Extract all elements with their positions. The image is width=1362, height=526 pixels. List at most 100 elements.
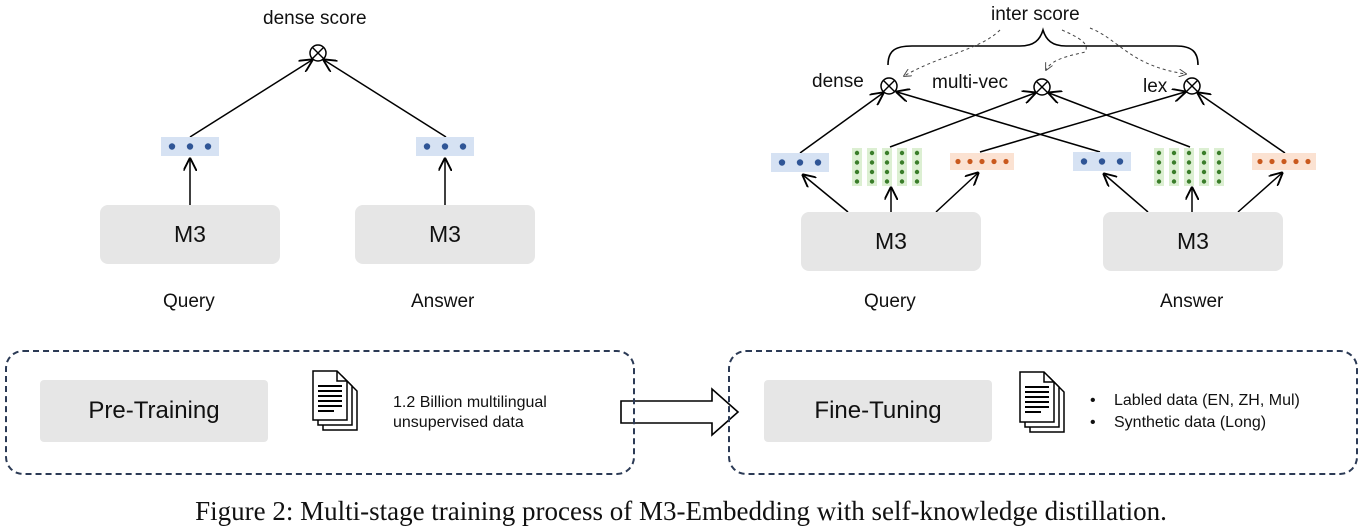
inter-score-multivec-dashed-arrow (1046, 29, 1087, 70)
right-query-lex-vector (950, 153, 1014, 170)
multivec-column (1154, 148, 1164, 186)
right-query-m3-model: M3 (801, 212, 981, 271)
multivec-dot (1216, 160, 1222, 165)
finetuning-bullet-synthetic: Synthetic data (Long) (1090, 412, 1300, 434)
inter-score-label: inter score (991, 4, 1080, 25)
multivec-dot (1201, 150, 1207, 156)
figure-caption: Figure 2: Multi-stage training process o… (195, 496, 1167, 526)
multivec-dot (869, 150, 875, 156)
right-query-dense-vector (771, 153, 829, 172)
q-dense-to-dense-score (799, 93, 883, 154)
multivec-dot (1156, 160, 1162, 165)
multivec-column (867, 148, 877, 186)
left-query-label: Query (163, 291, 215, 312)
left-query-dense-vector (161, 137, 219, 156)
multivec-dot (1201, 169, 1207, 175)
multivec-dot (914, 150, 920, 156)
multivec-column (882, 148, 892, 186)
multivec-dot (854, 169, 860, 175)
left-answer-label: Answer (411, 291, 475, 312)
pretraining-title: Pre-Training (40, 380, 268, 442)
a-dense-to-dense-score (897, 92, 1101, 153)
dense-label: dense (812, 71, 864, 92)
multivec-dot (1171, 169, 1177, 175)
multivec-dot (884, 150, 890, 156)
multivec-dot (1156, 179, 1162, 184)
multivec-dot (884, 160, 890, 165)
multivec-dot (1186, 160, 1192, 165)
multivec-dot (869, 179, 875, 184)
finetuning-bullet-labeled: Labled data (EN, ZH, Mul) (1090, 390, 1300, 412)
finetuning-title: Fine-Tuning (764, 380, 992, 442)
multivec-dot (1171, 160, 1177, 165)
left-query-m3-model: M3 (100, 205, 280, 264)
multivec-dot (1201, 160, 1207, 165)
multivec-column (1199, 148, 1209, 186)
multivec-label: multi-vec (932, 72, 1009, 93)
inter-score-lex-dashed-arrow (1089, 27, 1186, 74)
diagram-canvas (161, 27, 1316, 437)
q-lex-to-lex-score (979, 92, 1185, 153)
multivec-dot (914, 179, 920, 184)
left-answer-to-score-arrow (324, 60, 447, 138)
q-multivec-to-multivec-score (889, 93, 1035, 148)
multivec-dot (869, 160, 875, 165)
multivec-dot (1201, 179, 1207, 184)
multivec-column (852, 148, 862, 186)
multivec-dot (1156, 169, 1162, 175)
left-answer-m3-model: M3 (355, 205, 535, 264)
right-answer-multivec-matrix (1154, 148, 1224, 186)
pretraining-description-line2: unsupervised data (393, 414, 524, 431)
finetuning-stage-box (728, 350, 1358, 475)
multivec-dot (899, 179, 905, 184)
multivec-dot (884, 169, 890, 175)
multivec-column (1184, 148, 1194, 186)
left-dense-score-circle (309, 44, 327, 62)
pretraining-description-line1: 1.2 Billion multilingual (393, 394, 547, 411)
pretraining-stage-box (5, 350, 635, 475)
finetuning-bullets: Labled data (EN, ZH, Mul) Synthetic data… (1090, 390, 1300, 434)
a-m3-to-dense-arrow (1104, 174, 1149, 213)
a-multivec-to-multivec-score (1049, 93, 1191, 148)
multivec-dot (1186, 169, 1192, 175)
a-lex-to-lex-score (1198, 93, 1286, 154)
pretraining-documents-icon (312, 370, 358, 431)
finetuning-documents-icon (1019, 371, 1065, 433)
left-answer-dense-vector (416, 137, 474, 156)
multivec-dot (899, 169, 905, 175)
dense-score-circle (880, 77, 898, 95)
lex-label: lex (1143, 76, 1168, 97)
multivec-dot (869, 169, 875, 175)
right-answer-label: Answer (1160, 291, 1224, 312)
right-query-multivec-matrix (852, 148, 922, 186)
left-query-to-score-arrow (189, 60, 312, 138)
multivec-dot (1186, 150, 1192, 156)
multivec-dot (854, 150, 860, 156)
multivec-dot (1216, 169, 1222, 175)
right-answer-dense-vector (1073, 152, 1131, 171)
multivec-dot (854, 179, 860, 184)
multivec-dot (1156, 150, 1162, 156)
q-m3-to-lex-arrow (935, 173, 978, 213)
q-m3-to-dense-arrow (803, 175, 849, 213)
multivec-dot (1216, 179, 1222, 184)
inter-score-dense-dashed-arrow (904, 29, 1001, 76)
pretraining-description: 1.2 Billion multilingual unsupervised da… (393, 393, 547, 433)
multivec-column (912, 148, 922, 186)
multivec-score-circle (1033, 78, 1051, 96)
stage-transition-arrow (620, 387, 740, 437)
multivec-dot (1171, 150, 1177, 156)
lex-score-circle (1183, 77, 1201, 95)
right-answer-m3-model: M3 (1103, 212, 1283, 271)
multivec-dot (914, 160, 920, 165)
inter-score-brace (887, 27, 1199, 66)
multivec-dot (1216, 150, 1222, 156)
right-answer-lex-vector (1252, 153, 1316, 170)
multivec-dot (1186, 179, 1192, 184)
a-m3-to-lex-arrow (1237, 173, 1282, 213)
multivec-column (1214, 148, 1224, 186)
multivec-dot (899, 150, 905, 156)
multivec-dot (1171, 179, 1177, 184)
multivec-column (897, 148, 907, 186)
multivec-dot (899, 160, 905, 165)
